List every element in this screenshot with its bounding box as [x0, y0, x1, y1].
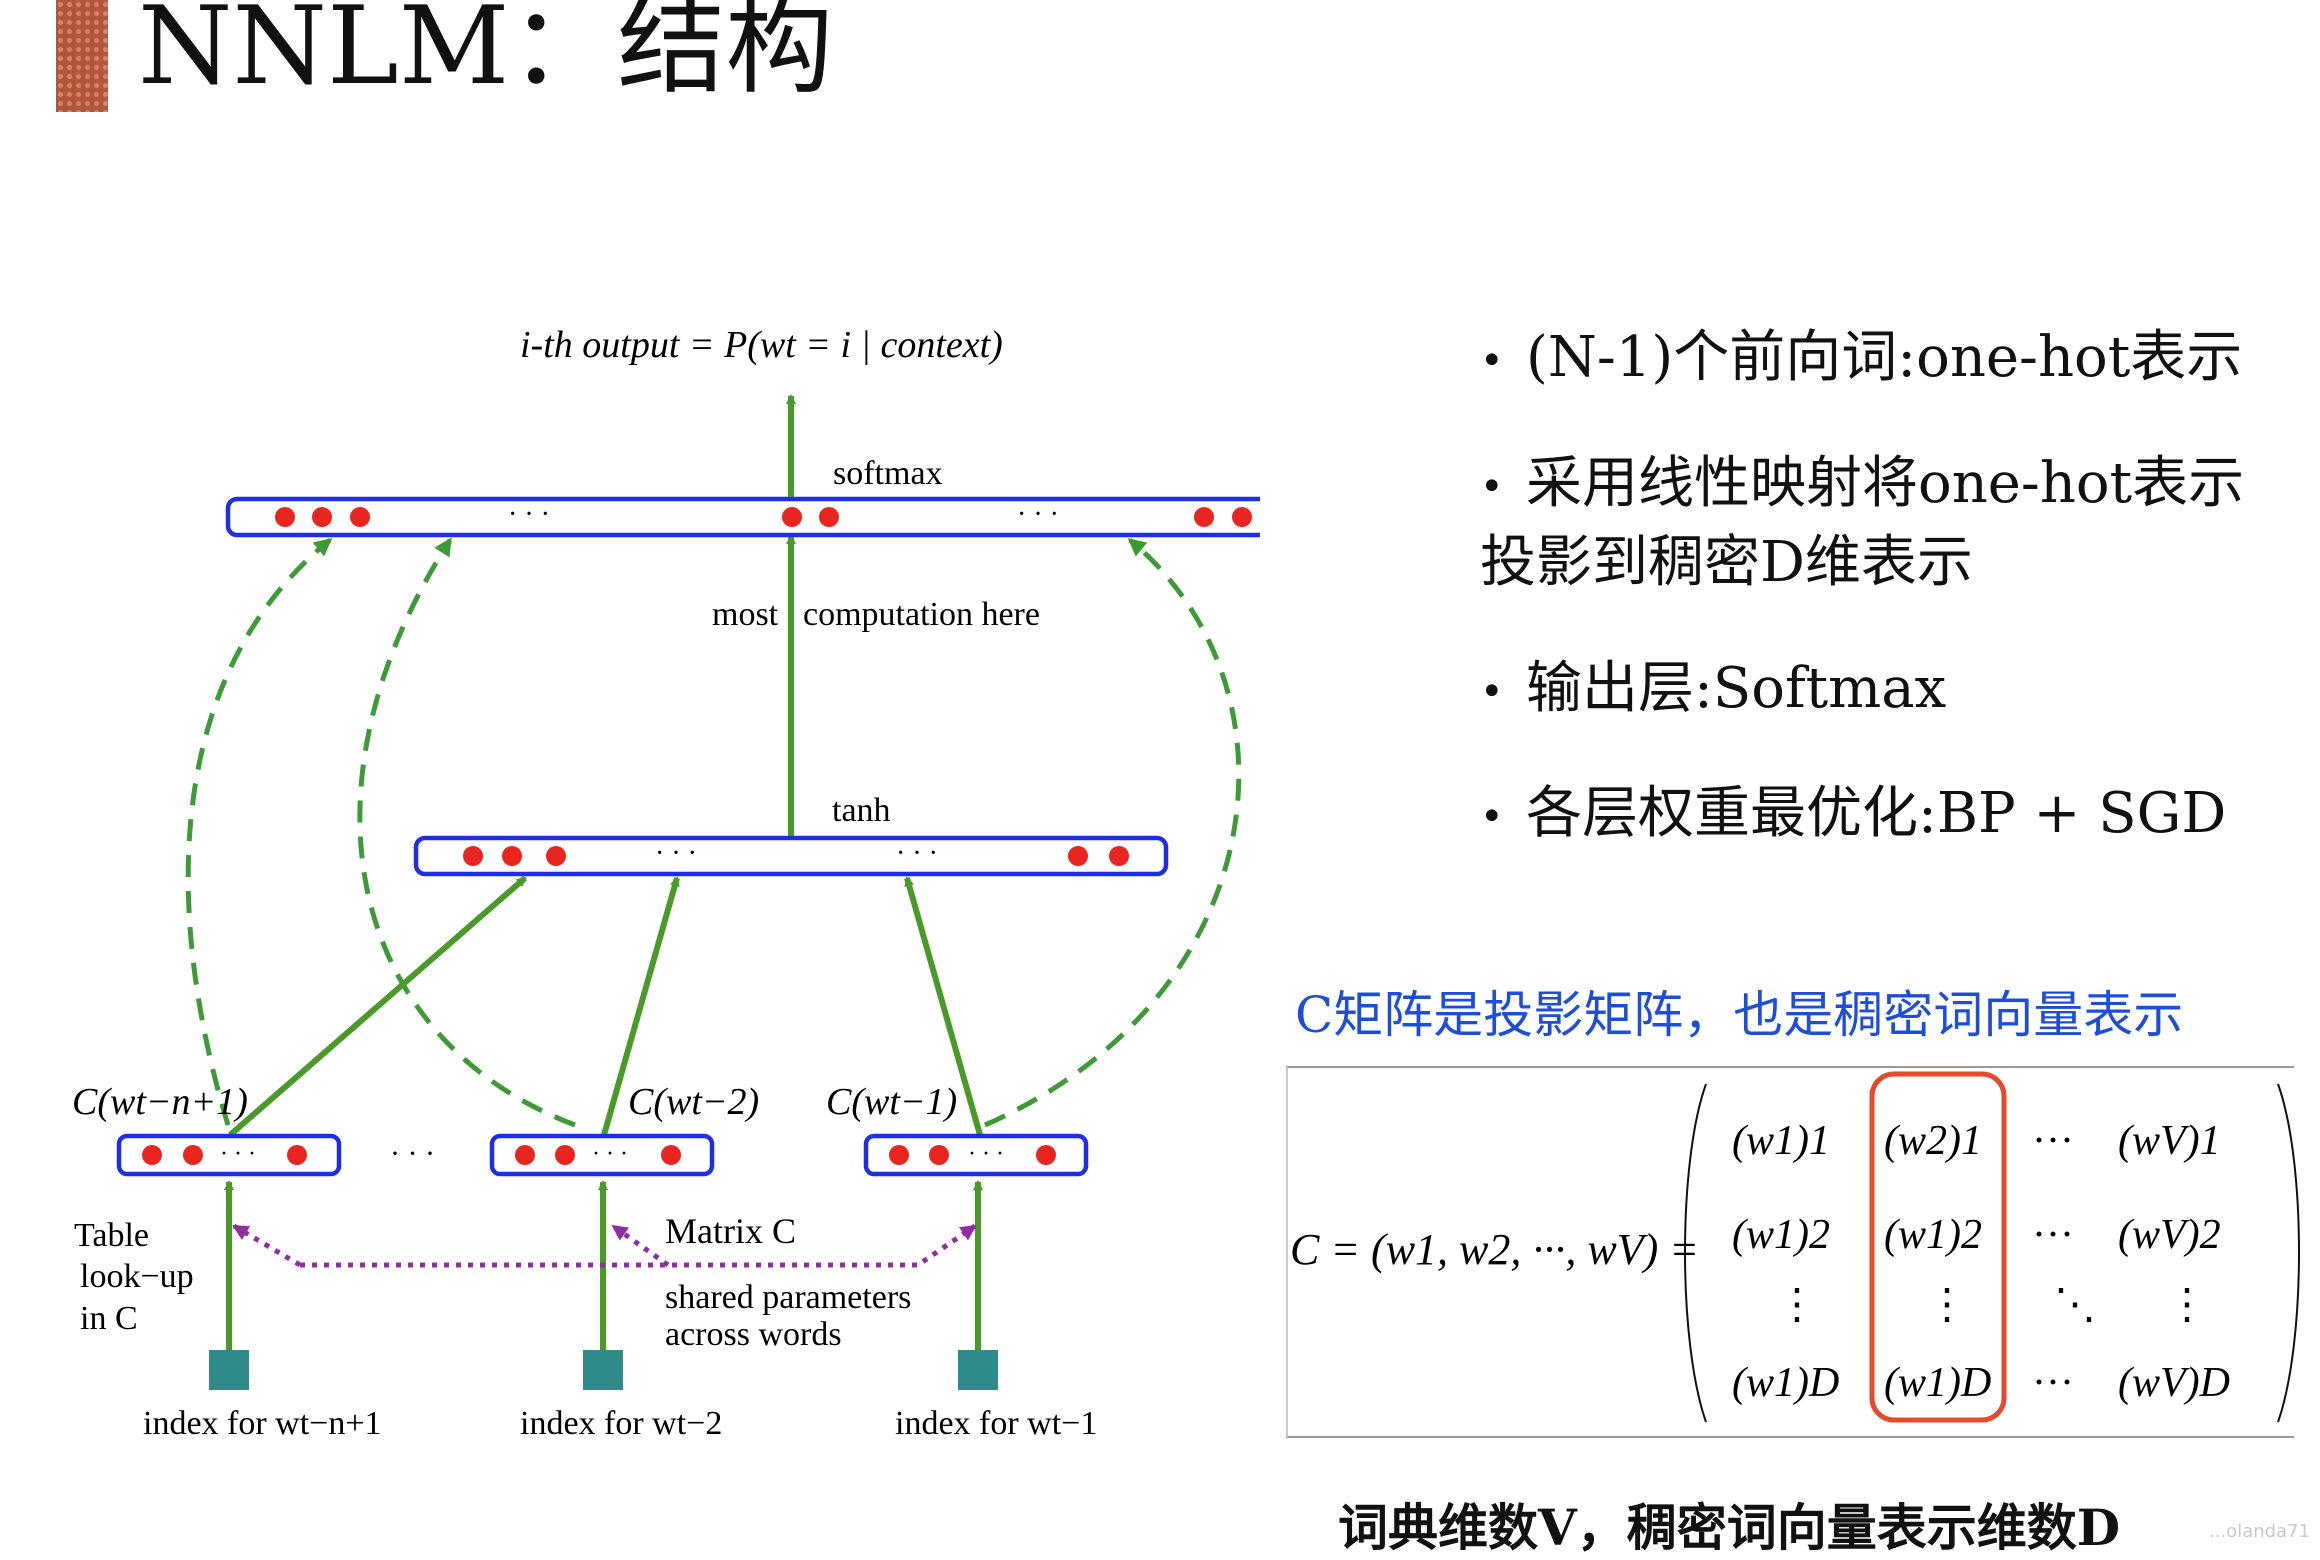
dashed-skip-curve-inner — [357, 537, 576, 1128]
index-square-3 — [958, 1350, 998, 1390]
context-label-3: C(wt−1) — [826, 1081, 957, 1123]
index-label-1: index for wt−n+1 — [143, 1405, 382, 1442]
svg-text:(w1)2: (w1)2 — [1884, 1212, 1982, 1258]
softmax-ellipsis-right: · · · — [1017, 499, 1059, 530]
softmax-layer — [225, 496, 1260, 538]
context-box-3 — [863, 1133, 1089, 1177]
matrix-figure: C = (w1, w2, ···, wV) = (w1)1 (w2)1 ··· … — [1290, 1071, 2300, 1423]
projection-caption: C矩阵是投影矩阵，也是稠密词向量表示 — [1295, 986, 2184, 1044]
index-square-2 — [583, 1350, 623, 1390]
index-label-2: index for wt−2 — [520, 1405, 722, 1442]
svg-text:· · ·: · · · — [968, 1141, 1004, 1167]
dotted-shared-link — [300, 1223, 977, 1268]
arrow-ctx2-to-tanh — [601, 876, 680, 1136]
table-lookup-line-3: in C — [80, 1300, 138, 1337]
svg-text:⋮: ⋮ — [1926, 1282, 1968, 1328]
table-lookup-line-1: Table — [74, 1217, 149, 1254]
matrix-c-label: Matrix C — [665, 1211, 796, 1251]
arrow-ctx1-to-tanh — [228, 875, 527, 1138]
svg-text:(w1)D: (w1)D — [1884, 1360, 1991, 1406]
bullet-item: •各层权重最优化:BP + SGD — [1480, 781, 2227, 847]
tanh-label: tanh — [832, 792, 891, 829]
dotted-shared-link-left — [232, 1223, 302, 1268]
svg-text:· · ·: · · · — [592, 1141, 628, 1167]
svg-text:(w1)1: (w1)1 — [1732, 1118, 1830, 1164]
svg-text:(w2)1: (w2)1 — [1884, 1118, 1982, 1164]
svg-text:(wV)1: (wV)1 — [2118, 1118, 2221, 1164]
computation-label-left: most — [712, 596, 779, 633]
context-box-2 — [489, 1133, 715, 1177]
context-label-2: C(wt−2) — [628, 1081, 759, 1123]
svg-text:···: ··· — [2032, 1360, 2074, 1406]
index-label-3: index for wt−1 — [895, 1405, 1097, 1442]
context-box-1 — [116, 1133, 342, 1177]
matrix-panel — [1286, 1066, 2294, 1438]
bullet-item: •采用线性映射将one-hot表示投影到稠密D维表示 — [1480, 450, 2245, 596]
bullet-list: •(N-1)个前向词:one-hot表示 •采用线性映射将one-hot表示投影… — [1480, 318, 2300, 900]
page-title: NNLM：结构 — [138, 0, 834, 109]
dashed-skip-curve-outer — [185, 538, 333, 1126]
matrix-cells: (w1)1 (w2)1 ··· (wV)1 (w1)2 (w1)2 ··· (w… — [1732, 1118, 2230, 1406]
nnlm-diagram: · · · · · · · · · · · · · · · · · · · · … — [72, 324, 1260, 1442]
svg-text:(wV)2: (wV)2 — [2118, 1212, 2221, 1258]
svg-text:⋱: ⋱ — [2054, 1282, 2096, 1328]
bullet-item: •(N-1)个前向词:one-hot表示 — [1480, 325, 2243, 390]
output-label: i-th output = P(wt = i | context) — [520, 324, 1003, 366]
tanh-layer — [413, 835, 1169, 877]
svg-text:⋮: ⋮ — [2166, 1282, 2208, 1328]
context-label-1: C(wt−n+1) — [72, 1081, 248, 1123]
svg-text:· · ·: · · · — [220, 1141, 256, 1167]
highlighted-column — [1869, 1071, 2007, 1423]
title-marker — [56, 0, 108, 112]
dashed-skip-curve-right — [983, 538, 1242, 1128]
bullet-item: •输出层:Softmax — [1480, 655, 1947, 721]
shared-params-line-2: across words — [665, 1316, 842, 1353]
svg-text:(w1)2: (w1)2 — [1732, 1212, 1830, 1258]
softmax-ellipsis-left: · · · — [508, 499, 550, 530]
svg-text:(w1)D: (w1)D — [1732, 1360, 1839, 1406]
tanh-nodes — [463, 846, 1129, 866]
arrow-ctx3-to-tanh — [904, 876, 983, 1136]
index-square-1 — [209, 1350, 249, 1390]
svg-text:⋮: ⋮ — [1776, 1282, 1818, 1328]
dimension-caption: 词典维数V，稠密词向量表示维数D — [1338, 1498, 2121, 1557]
softmax-nodes — [275, 507, 1252, 527]
svg-text:(wV)D: (wV)D — [2118, 1360, 2230, 1406]
dotted-shared-link-mid — [611, 1223, 670, 1268]
watermark: ...olanda71 — [2209, 1521, 2310, 1542]
computation-label-right: computation here — [803, 596, 1040, 633]
svg-text:···: ··· — [2032, 1118, 2074, 1164]
table-lookup-line-2: look−up — [80, 1258, 194, 1295]
shared-params-line-1: shared parameters — [665, 1279, 911, 1316]
context-ellipsis: · · · — [390, 1137, 435, 1170]
tanh-ellipsis-right: · · · — [896, 838, 938, 869]
tanh-ellipsis-left: · · · — [655, 838, 697, 869]
svg-text:···: ··· — [2032, 1212, 2074, 1258]
matrix-lhs: C = (w1, w2, ···, wV) = — [1290, 1225, 1699, 1274]
softmax-label: softmax — [833, 455, 943, 492]
